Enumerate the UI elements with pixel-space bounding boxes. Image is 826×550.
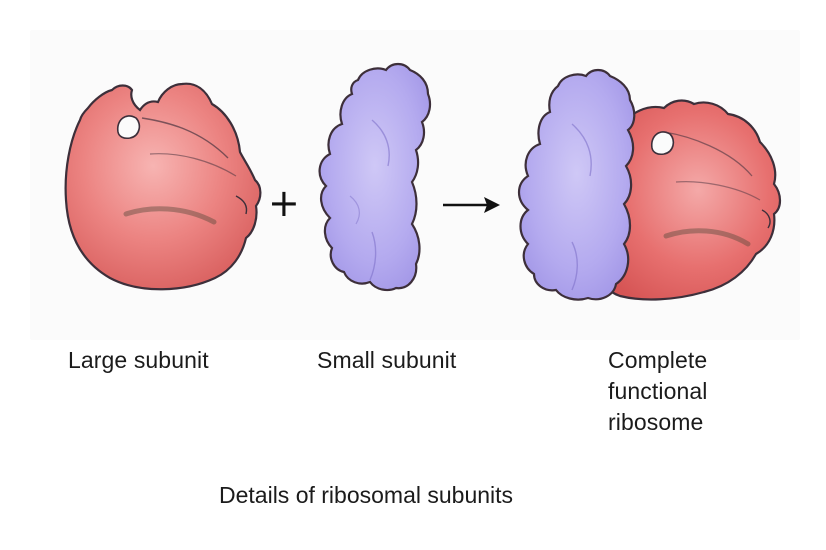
figure-caption: Details of ribosomal subunits xyxy=(219,482,514,508)
reaction-arrow xyxy=(443,197,500,213)
complete-ribosome-label-line: ribosome xyxy=(608,409,704,435)
complete-ribosome-label: Complete functional ribosome xyxy=(608,345,768,438)
complete-ribosome-label-line: Complete xyxy=(608,347,708,373)
large-subunit-label: Large subunit xyxy=(68,347,209,373)
complete-ribosome-shape xyxy=(517,68,782,301)
small-subunit-label: Small subunit xyxy=(317,347,457,373)
complete-ribosome-label-line: functional xyxy=(608,378,708,404)
small-subunit-shape xyxy=(318,62,432,292)
plus-sign: + xyxy=(268,181,300,225)
large-subunit-shape xyxy=(64,82,262,291)
